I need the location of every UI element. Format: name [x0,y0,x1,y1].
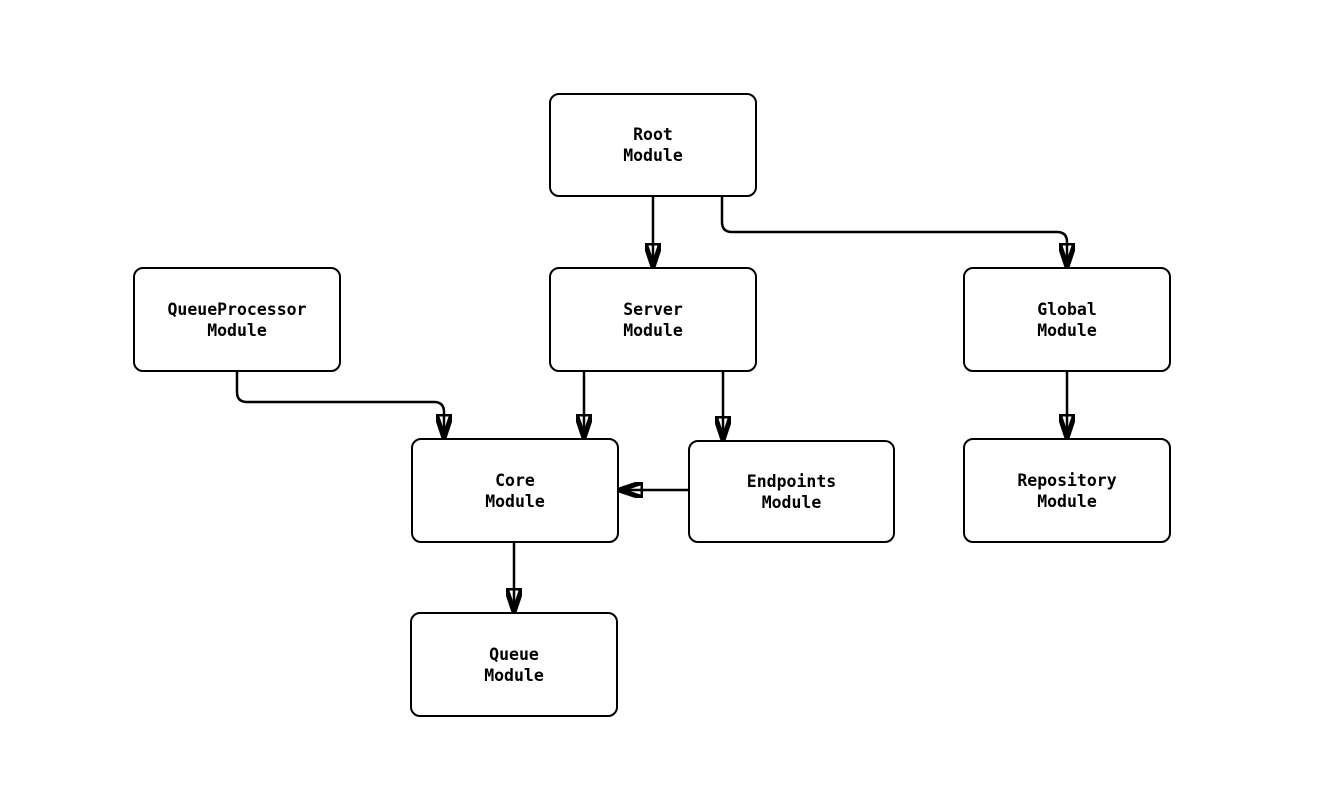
node-queue-module-label: Queue Module [484,644,544,685]
node-root-module-label: Root Module [623,125,683,165]
node-queue-module: Queue Module [410,612,618,717]
node-endpoints-module: Endpoints Module [688,440,895,543]
node-root-module: Root Module [549,93,757,197]
node-global-module: Global Module [963,267,1171,372]
node-core-module: Core Module [411,438,619,543]
node-endpoints-module-label: Endpoints Module [746,471,837,512]
node-server-module-label: Server Module [623,299,683,340]
node-queueprocessor-module-label: QueueProcessor Module [167,299,307,340]
node-repository-module-label: Repository Module [1017,470,1117,511]
node-queueprocessor-module: QueueProcessor Module [133,267,341,372]
edge-root-to-global [720,197,1067,265]
node-repository-module: Repository Module [963,438,1171,543]
node-core-module-label: Core Module [485,470,545,511]
node-global-module-label: Global Module [1037,299,1097,340]
node-server-module: Server Module [549,267,757,372]
edge-queueprocessor-to-core [235,372,444,436]
